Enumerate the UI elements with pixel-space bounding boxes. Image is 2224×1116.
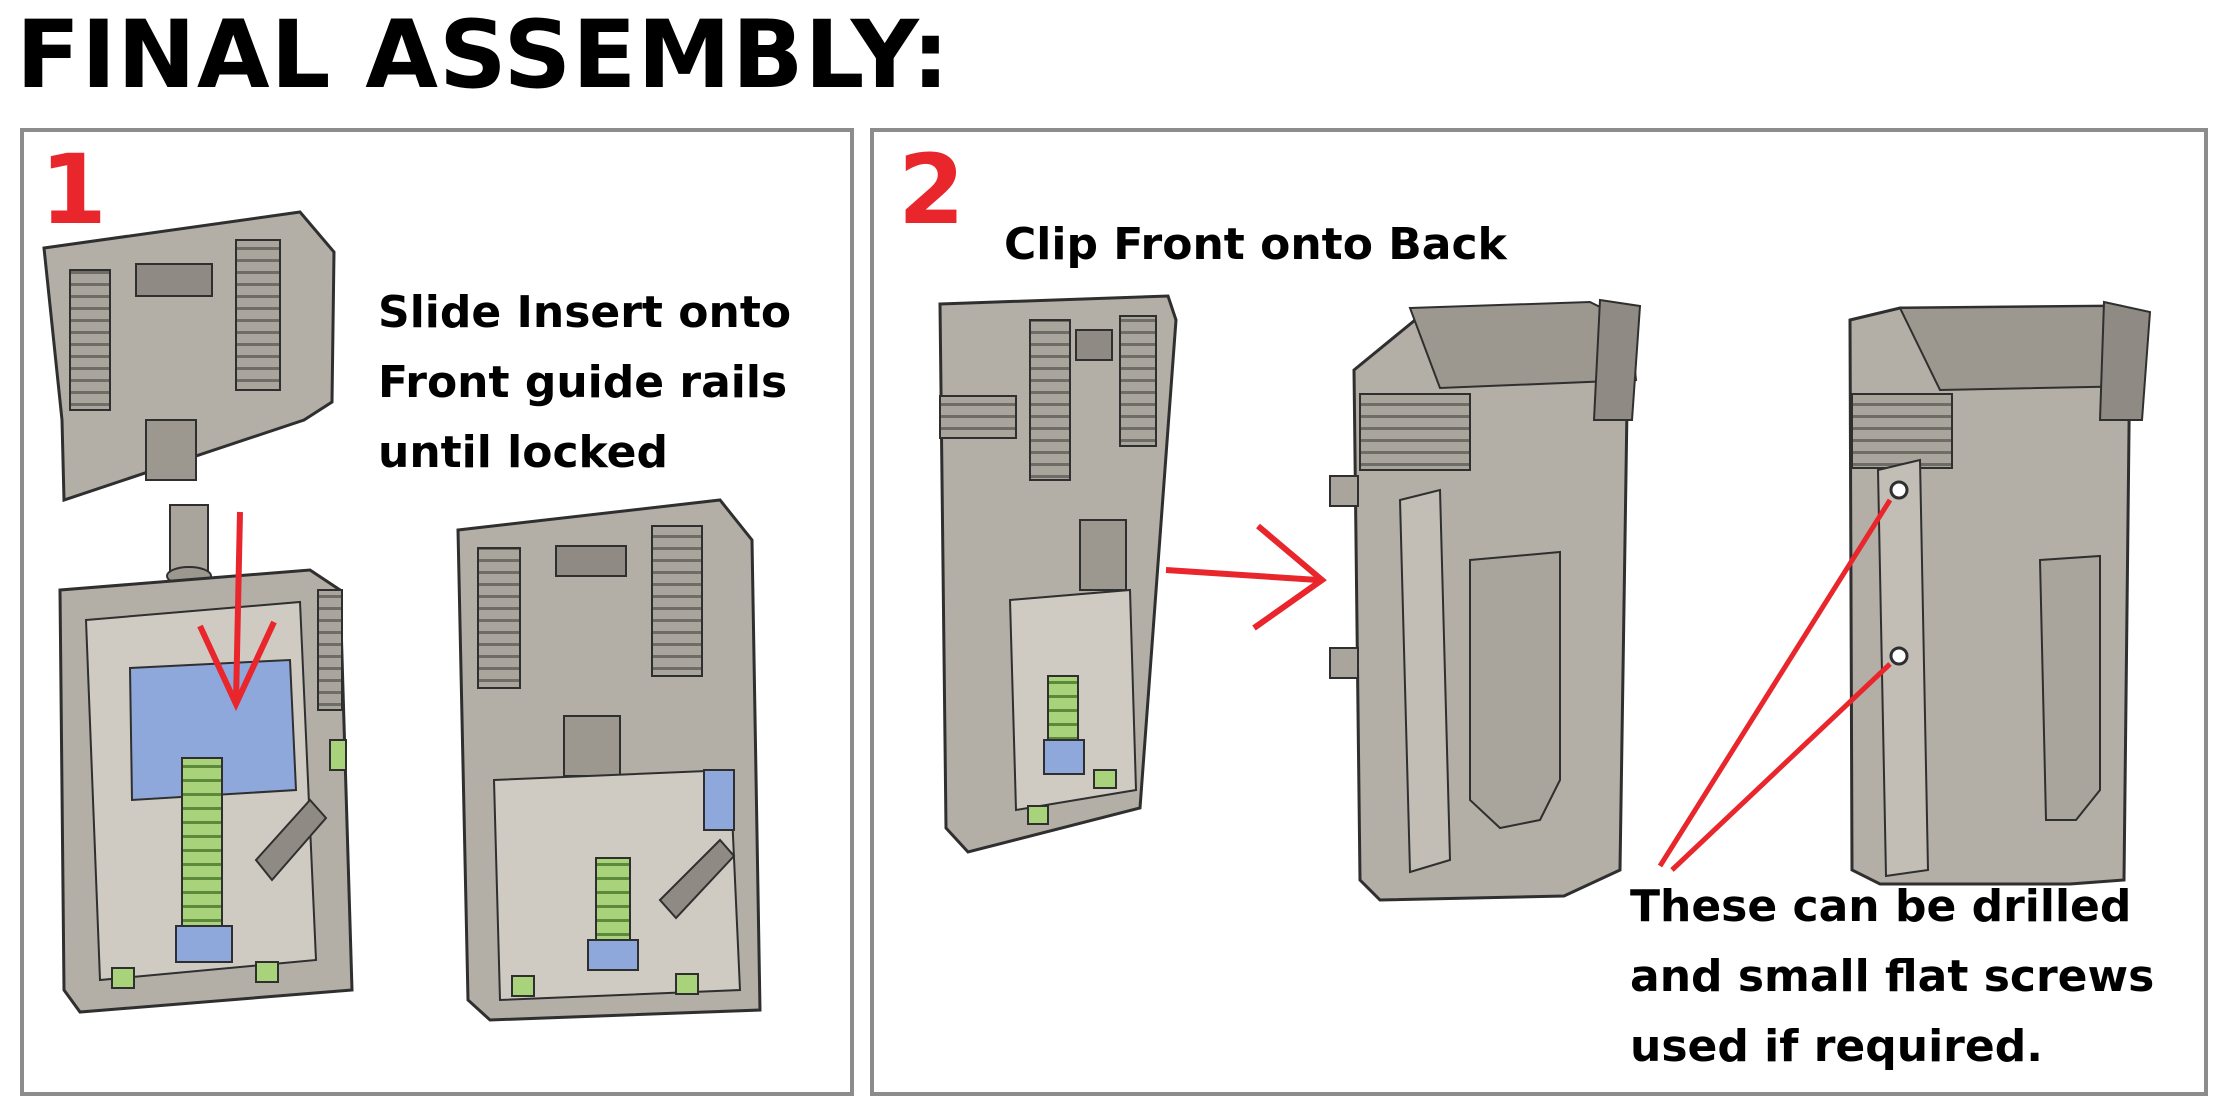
screw-note: These can be drilled and small flat scre… xyxy=(1630,872,2154,1082)
screw-note-line: used if required. xyxy=(1630,1021,2043,1072)
assembled-front-insert xyxy=(456,498,762,1022)
back-part xyxy=(1329,298,1642,902)
step-2-number: 2 xyxy=(898,134,965,246)
assembled-back-front xyxy=(1848,300,2152,886)
step-1-number: 1 xyxy=(40,134,107,246)
step-1-caption-line: Front guide rails xyxy=(378,357,788,408)
step-1-caption: Slide Insert onto Front guide rails unti… xyxy=(378,278,791,488)
step-1-caption-line: Slide Insert onto xyxy=(378,287,792,338)
clip-direction-arrow xyxy=(1165,523,1327,631)
insert-direction-arrow xyxy=(197,511,277,712)
front-part-open xyxy=(58,568,354,1014)
step-1-caption-line: until locked xyxy=(378,427,668,478)
front-part-side xyxy=(938,294,1178,854)
page-title: FINAL ASSEMBLY: xyxy=(16,1,951,110)
screw-note-line: and small flat screws xyxy=(1630,951,2155,1002)
screw-note-line: These can be drilled xyxy=(1630,881,2132,932)
screw-hole-pointers xyxy=(1657,498,1893,872)
insert-part xyxy=(42,210,336,586)
step-2-caption: Clip Front onto Back xyxy=(1004,219,1507,270)
